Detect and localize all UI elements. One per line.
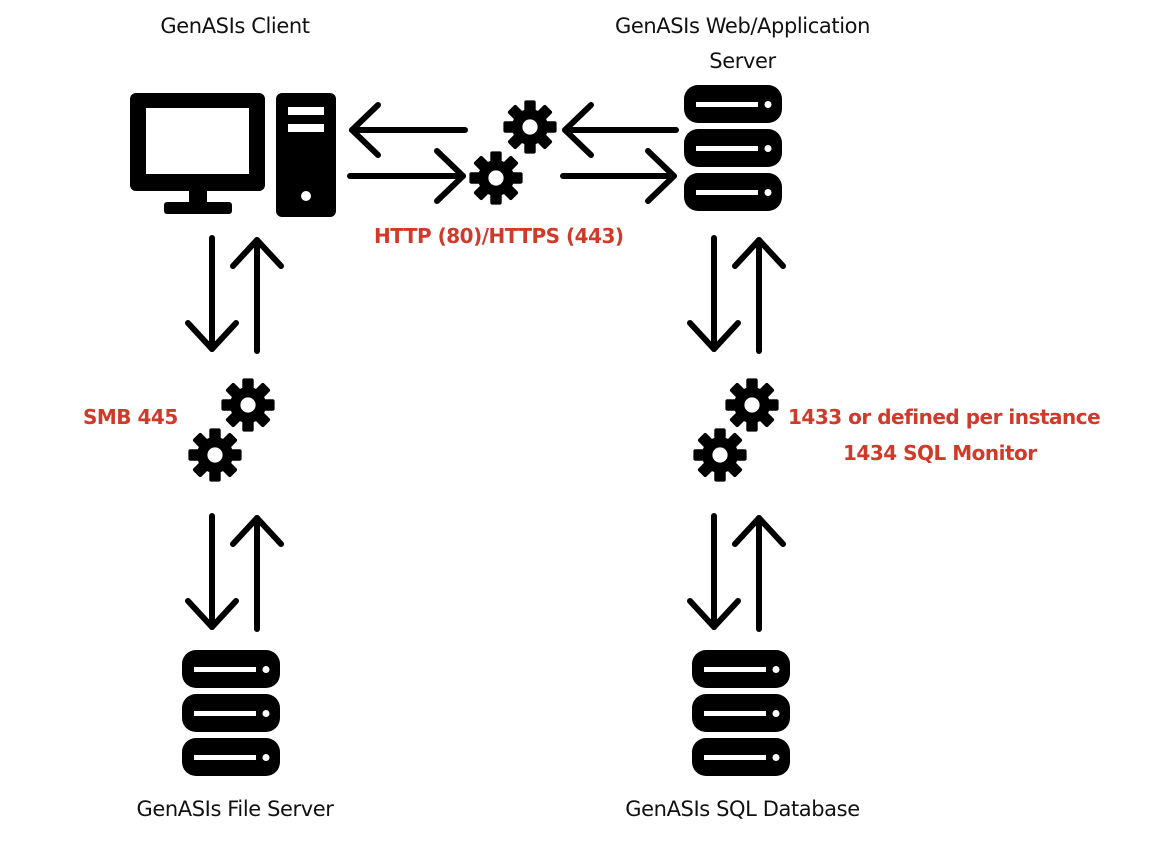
- arrow-sql-down: [687, 513, 741, 630]
- sql-gears-icon: [693, 378, 779, 482]
- web-server-icon: [684, 85, 782, 211]
- arrow-to-client: [349, 102, 468, 158]
- web-server-label-line2: Server: [709, 49, 776, 73]
- http-gears-icon: [469, 100, 557, 205]
- arrow-sql-up: [732, 515, 786, 632]
- sql-port-label-line2: 1434 SQL Monitor: [843, 441, 1037, 465]
- arrow-client-down: [185, 235, 239, 352]
- sql-database-label: GenASIs SQL Database: [625, 797, 860, 821]
- arrow-to-server: [560, 148, 677, 204]
- arrow-fileserver-up: [230, 515, 284, 632]
- computer-icon: [130, 93, 336, 217]
- sql-port-label-line1: 1433 or defined per instance: [788, 405, 1101, 429]
- smb-port-label: SMB 445: [83, 405, 178, 429]
- arrow-client-up: [230, 237, 284, 354]
- arrow-webserver-down: [687, 235, 741, 352]
- client-label: GenASIs Client: [160, 14, 310, 38]
- file-server-label: GenASIs File Server: [136, 797, 334, 821]
- http-port-label: HTTP (80)/HTTPS (443): [374, 224, 624, 248]
- arrow-fileserver-down: [185, 513, 239, 630]
- arrow-from-client: [347, 148, 466, 204]
- file-server-icon: [182, 650, 280, 776]
- smb-gears-icon: [188, 378, 275, 482]
- arrow-webserver-up: [732, 237, 786, 354]
- web-server-label-line1: GenASIs Web/Application: [614, 14, 870, 38]
- sql-database-icon: [692, 650, 790, 776]
- arrow-from-server: [562, 102, 679, 158]
